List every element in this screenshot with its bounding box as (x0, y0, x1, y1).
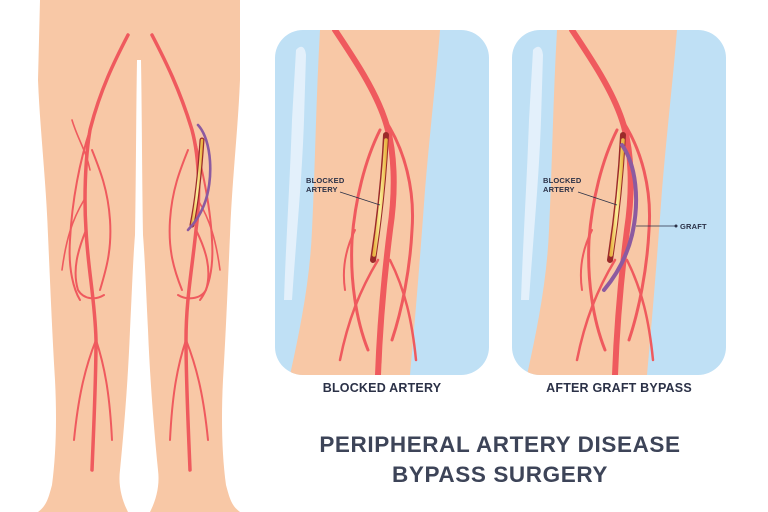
panel-blocked-artery: BLOCKED ARTERY (275, 30, 489, 375)
panel-2-caption: AFTER GRAFT BYPASS (546, 381, 692, 395)
blocked-artery-callout-2-line1: BLOCKED (543, 176, 582, 185)
blocked-artery-callout-1-line1: BLOCKED (306, 176, 345, 185)
blocked-artery-callout-1-line2: ARTERY (306, 185, 338, 194)
blocked-artery-callout-2-line2: ARTERY (543, 185, 575, 194)
title-line-1: PERIPHERAL ARTERY DISEASE (319, 432, 681, 457)
graft-vessel (186, 123, 212, 232)
legs-silhouette (38, 0, 240, 512)
title-line-2: BYPASS SURGERY (392, 462, 608, 487)
panel-1-caption: BLOCKED ARTERY (322, 381, 442, 395)
graft-callout: GRAFT (680, 222, 707, 231)
legs-figure (38, 0, 240, 512)
panel-after-graft-bypass: BLOCKED ARTERY GRAFT (512, 30, 726, 375)
